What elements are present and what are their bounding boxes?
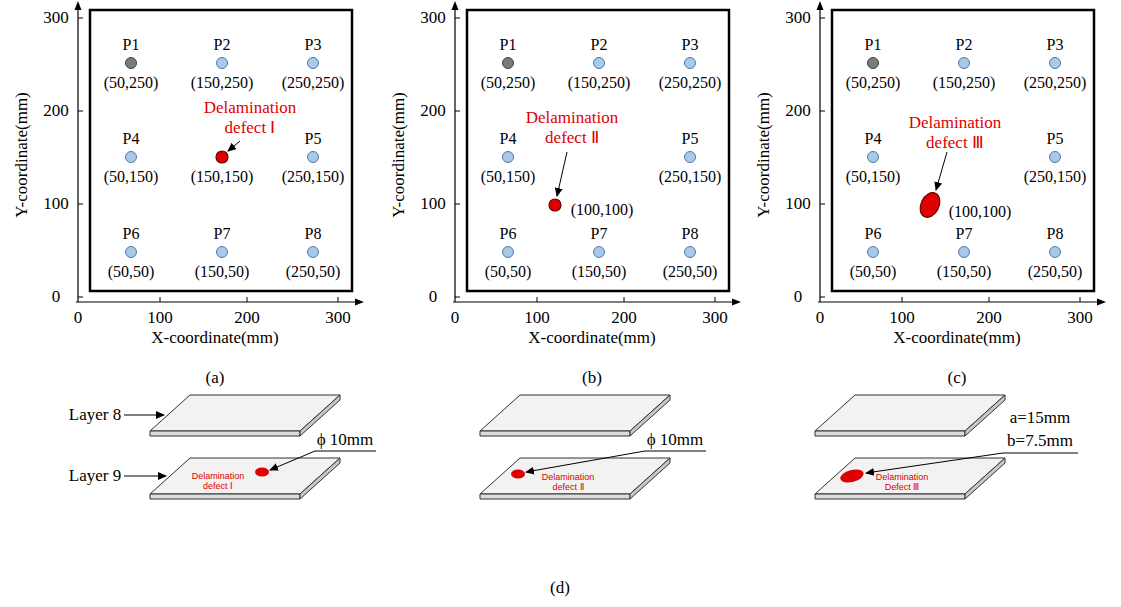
defect-coordinate: (100,100) (949, 203, 1012, 221)
point-coordinate: (250,50) (286, 263, 341, 281)
tick-label: 200 (611, 308, 637, 328)
tick-label: 0 (794, 287, 803, 307)
point-coordinate: (50,250) (846, 74, 901, 92)
tick-label: 300 (785, 8, 811, 28)
point-coordinate: (50,50) (850, 263, 897, 281)
point-coordinate: (250,250) (1024, 74, 1087, 92)
tick-label: 200 (234, 308, 260, 328)
point-name: P3 (1047, 36, 1064, 54)
point-coordinate: (50,150) (846, 168, 901, 186)
defect-note: Delamination defect Ⅱ (536, 473, 600, 493)
panel-letter: (a) (206, 368, 225, 388)
dimension-label: b=7.5mm (1007, 431, 1073, 451)
point-coordinate: (150,250) (933, 74, 996, 92)
point-name: P6 (865, 225, 882, 243)
dimension-label: ϕ 10mm (317, 430, 374, 450)
point-coordinate: (250,150) (1024, 168, 1087, 186)
panel-letter: (c) (948, 368, 967, 388)
dimension-label: a=15mm (1010, 408, 1071, 428)
point-name: P7 (591, 225, 608, 243)
point-coordinate: (150,50) (572, 263, 627, 281)
defect-coordinate: (150,150) (191, 168, 254, 186)
axis-title: Y-coordinate(mm) (389, 92, 409, 218)
defect-label: Delamination defect Ⅱ (517, 108, 627, 147)
point-name: P6 (123, 225, 140, 243)
point-coordinate: (250,250) (659, 74, 722, 92)
axis-title: X-coordinate(mm) (528, 328, 655, 348)
dimension-label: ϕ 10mm (647, 430, 704, 450)
point-name: P5 (1047, 130, 1064, 148)
axis-title: X-coordinate(mm) (151, 328, 278, 348)
point-coordinate: (150,250) (191, 74, 254, 92)
point-coordinate: (50,250) (481, 74, 536, 92)
tick-label: 300 (420, 8, 446, 28)
tick-label: 0 (429, 287, 438, 307)
point-coordinate: (250,50) (1028, 263, 1083, 281)
point-name: P8 (1047, 225, 1064, 243)
tick-label: 200 (785, 101, 811, 121)
axis-title: Y-coordinate(mm) (12, 92, 32, 218)
tick-label: 0 (52, 287, 61, 307)
point-coordinate: (150,250) (568, 74, 631, 92)
point-name: P5 (682, 130, 699, 148)
tick-label: 300 (325, 308, 351, 328)
tick-label: 200 (43, 101, 69, 121)
defect-label: Delamination defect Ⅰ (195, 98, 305, 137)
tick-label: 0 (74, 308, 83, 328)
point-coordinate: (250,150) (659, 168, 722, 186)
tick-label: 0 (816, 308, 825, 328)
point-coordinate: (50,250) (104, 74, 159, 92)
tick-label: 300 (1067, 308, 1093, 328)
point-coordinate: (250,50) (663, 263, 718, 281)
tick-label: 200 (420, 101, 446, 121)
axis-title: Y-coordinate(mm) (754, 92, 774, 218)
tick-label: 100 (43, 194, 69, 214)
defect-label: Delamination defect Ⅲ (900, 113, 1010, 152)
panel-letter: (d) (550, 578, 570, 598)
tick-label: 100 (420, 194, 446, 214)
defect-note: Delamination defect Ⅰ (186, 472, 250, 492)
point-name: P5 (305, 130, 322, 148)
point-name: P8 (682, 225, 699, 243)
point-name: P2 (956, 36, 973, 54)
tick-label: 100 (785, 194, 811, 214)
point-name: P3 (305, 36, 322, 54)
panel-letter: (b) (582, 368, 602, 388)
point-name: P3 (682, 36, 699, 54)
defect-note: Delamination Defect Ⅲ (870, 473, 934, 493)
point-name: P1 (123, 36, 140, 54)
point-name: P1 (865, 36, 882, 54)
tick-label: 300 (43, 8, 69, 28)
tick-label: 100 (147, 308, 173, 328)
tick-label: 300 (702, 308, 728, 328)
point-coordinate: (150,50) (937, 263, 992, 281)
point-coordinate: (50,150) (481, 168, 536, 186)
tick-label: 100 (524, 308, 550, 328)
defect-coordinate: (100,100) (571, 201, 634, 219)
point-name: P7 (214, 225, 231, 243)
point-name: P2 (591, 36, 608, 54)
axis-title: X-coordinate(mm) (893, 328, 1020, 348)
point-name: P8 (305, 225, 322, 243)
point-name: P2 (214, 36, 231, 54)
point-coordinate: (50,150) (104, 168, 159, 186)
layer-label: Layer 8 (69, 405, 121, 425)
point-name: P7 (956, 225, 973, 243)
point-name: P4 (865, 130, 882, 148)
layer-label: Layer 9 (69, 466, 121, 486)
point-coordinate: (50,50) (485, 263, 532, 281)
point-coordinate: (50,50) (108, 263, 155, 281)
point-name: P4 (500, 130, 517, 148)
point-name: P1 (500, 36, 517, 54)
tick-label: 100 (889, 308, 915, 328)
point-coordinate: (150,50) (195, 263, 250, 281)
tick-label: 0 (451, 308, 460, 328)
point-coordinate: (250,150) (282, 168, 345, 186)
tick-label: 200 (976, 308, 1002, 328)
point-name: P4 (123, 130, 140, 148)
point-coordinate: (250,250) (282, 74, 345, 92)
point-name: P6 (500, 225, 517, 243)
